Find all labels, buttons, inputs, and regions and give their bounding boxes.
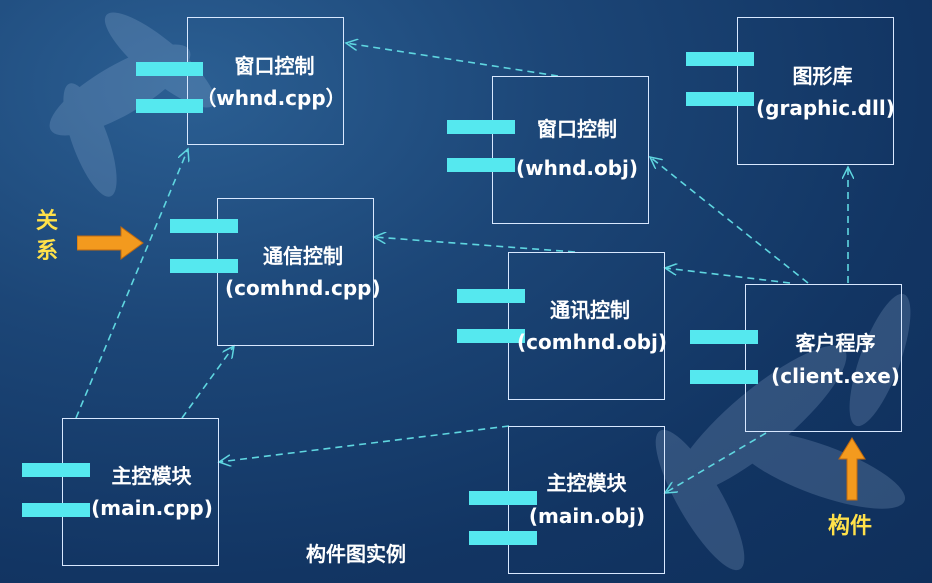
dep-comhndobj-to-comhndcpp <box>374 237 576 253</box>
component-port <box>22 503 90 517</box>
component-file: (comhnd.obj) <box>517 330 668 354</box>
annotation-component: 构件 <box>828 514 873 539</box>
component-port <box>136 99 203 113</box>
component-port <box>690 370 758 384</box>
dep-maincpp-to-comhndcpp <box>181 346 234 419</box>
component-port <box>447 120 515 134</box>
component-whnd-cpp[interactable] <box>187 17 344 145</box>
component-port <box>457 289 525 303</box>
component-graphic-dll[interactable] <box>737 17 894 165</box>
orange-arrow-right-icon <box>77 226 144 260</box>
dep-client-to-comhndobj <box>665 268 791 284</box>
orange-arrow-up-icon <box>838 437 866 501</box>
component-port <box>22 463 90 477</box>
diagram-caption: 构件图实例 <box>306 542 406 566</box>
component-file: (whnd.obj) <box>515 156 639 180</box>
component-name: 通讯控制 <box>550 298 630 322</box>
component-name: 客户程序 <box>795 331 876 355</box>
component-client-exe[interactable] <box>745 284 902 432</box>
component-name: 图形库 <box>792 64 853 88</box>
component-file: (graphic.dll) <box>756 96 895 120</box>
component-name: 主控模块 <box>546 471 627 495</box>
component-name: 主控模块 <box>111 464 192 488</box>
component-name: 窗口控制 <box>234 54 315 78</box>
component-file: （whnd.cpp） <box>196 86 346 110</box>
component-file: (main.obj) <box>528 504 646 528</box>
dep-client-to-mainobj <box>665 432 767 493</box>
component-file: (main.cpp) <box>91 496 213 520</box>
component-port <box>469 531 537 545</box>
dep-client-to-whndobj <box>650 157 809 284</box>
component-port <box>690 330 758 344</box>
component-port <box>686 92 754 106</box>
dep-mainobj-to-maincpp <box>219 425 510 462</box>
component-port <box>136 62 203 76</box>
annotation-relation-line1: 关 <box>36 209 59 234</box>
component-port <box>447 158 515 172</box>
dep-maincpp-to-whndcpp <box>75 149 188 419</box>
component-port <box>457 329 525 343</box>
component-comhnd-obj[interactable] <box>508 252 665 400</box>
component-port <box>170 259 238 273</box>
component-port <box>170 219 238 233</box>
component-file: (comhnd.cpp) <box>225 276 381 300</box>
component-file: (client.exe) <box>771 364 900 388</box>
dep-whndobj-to-whndcpp <box>346 43 559 77</box>
component-name: 通信控制 <box>263 244 343 268</box>
component-name: 窗口控制 <box>537 117 617 141</box>
component-port <box>686 52 754 66</box>
component-main-cpp[interactable] <box>62 418 219 566</box>
component-whnd-obj[interactable] <box>492 76 649 224</box>
annotation-relation-line2: 系 <box>36 239 59 264</box>
component-port <box>469 491 537 505</box>
